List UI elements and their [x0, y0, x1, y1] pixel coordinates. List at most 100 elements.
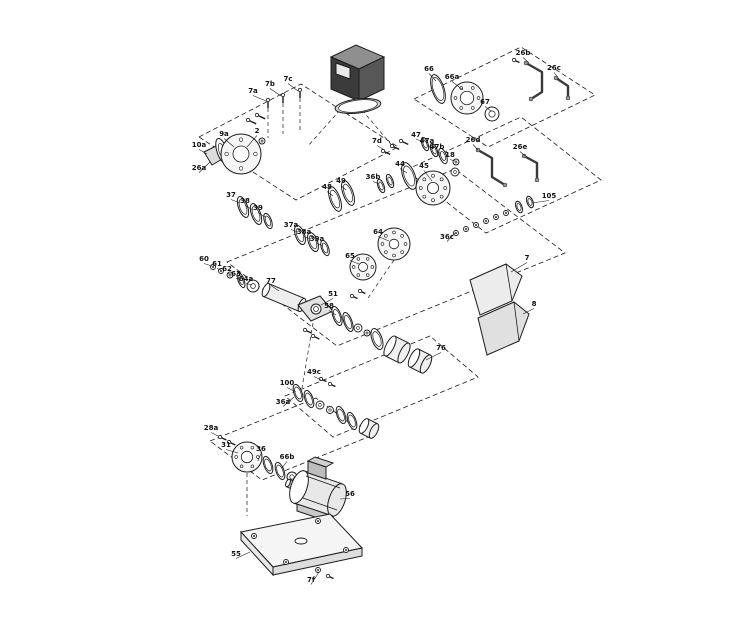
callout-leader [451, 81, 464, 91]
screw [327, 381, 336, 388]
part-callout-66a: 66a [445, 73, 460, 81]
seal-ring [342, 312, 354, 332]
vent-pipe [523, 60, 544, 102]
o-ring [320, 239, 330, 257]
part-callout-26b: 26b [516, 49, 531, 57]
part-callout-37a: 37a [284, 221, 299, 229]
sensor-pipe [521, 153, 540, 183]
o-ring [420, 136, 430, 152]
part-callout-36b: 36b [366, 173, 381, 181]
assembly-plane [209, 397, 369, 481]
coupling-flange [415, 170, 451, 206]
screw [310, 333, 320, 340]
control-box-side [358, 56, 385, 102]
part-callout-62: 62 [222, 265, 232, 273]
callout-leader [287, 83, 299, 92]
callout-leader [246, 135, 258, 148]
screw [265, 97, 271, 108]
washer [258, 137, 266, 145]
part-callout-61: 61 [212, 260, 222, 268]
part-callout-47a: 47a [420, 137, 435, 145]
screw [380, 148, 391, 156]
callout-leader [426, 145, 433, 149]
washer [450, 167, 460, 177]
part-callout-49: 49 [336, 177, 346, 185]
callout-leader [484, 106, 492, 112]
callout-leader [415, 139, 424, 142]
pump-head-flange [220, 133, 262, 175]
o-ring [236, 271, 246, 289]
washer [453, 230, 459, 236]
base-hole [315, 518, 321, 524]
callout-leader [257, 453, 262, 462]
guide-line [361, 109, 395, 149]
o-ring [346, 411, 358, 431]
bearing-bore [310, 303, 322, 315]
part-callout-7: 7 [525, 254, 530, 262]
coupling-half [377, 227, 411, 261]
washer [463, 226, 469, 232]
base-hole [283, 559, 289, 565]
callout-leader [519, 151, 526, 157]
part-callout-36: 36 [256, 445, 266, 453]
screw [349, 293, 358, 300]
part-callout-38: 38 [240, 197, 250, 205]
part-callout-60: 60 [199, 255, 209, 263]
o-ring [274, 461, 286, 481]
o-ring [429, 142, 439, 158]
part-callout-26e: 26e [513, 143, 528, 151]
assembly-plane [284, 335, 479, 438]
callout-leader [316, 243, 324, 247]
callout-leader [257, 212, 266, 218]
callout-leader [223, 138, 235, 148]
part-callout-63: 63 [231, 270, 241, 278]
part-callout-67: 67 [480, 98, 490, 106]
part-callout-9a: 9a [219, 130, 229, 138]
part-callout-47: 47 [411, 131, 421, 139]
part-callout-28a: 28a [204, 424, 219, 432]
motor-flange [231, 441, 263, 473]
base-hole [251, 533, 257, 539]
seal-cartridge [407, 348, 433, 374]
guide-line [307, 109, 341, 147]
base-slot [294, 537, 308, 545]
part-callout-66: 66 [424, 65, 434, 73]
callout-leader [510, 262, 528, 273]
seal-ring [370, 328, 384, 350]
callout-leader [522, 57, 530, 64]
callout-leader [281, 461, 288, 469]
part-callout-39a: 39a [310, 235, 325, 243]
base-plate-edge [240, 530, 274, 577]
callout-leader [313, 376, 322, 381]
callout-leader [349, 260, 360, 265]
part-callout-58: 58 [324, 302, 334, 310]
o-ring [303, 389, 315, 409]
disc [246, 279, 260, 293]
callout-leader [303, 236, 312, 240]
bearing-sleeve [358, 418, 380, 439]
guide-line [301, 322, 314, 389]
callout-leader [269, 88, 282, 97]
coupling-half [349, 253, 377, 281]
callout-leader [328, 310, 337, 316]
assembly-plane [413, 46, 596, 148]
part-callout-7f: 7f [307, 576, 316, 584]
washer [503, 210, 509, 216]
callout-leader [320, 298, 334, 306]
seal-flange [450, 81, 484, 115]
washer [326, 406, 334, 414]
guide-line [367, 259, 395, 299]
screw [297, 87, 303, 98]
part-callout-47b: 47b [430, 143, 445, 151]
callout-leader [372, 181, 380, 185]
part-callout-66b: 66b [280, 453, 295, 461]
part-callout-37: 37 [226, 191, 236, 199]
callout-leader [252, 95, 267, 102]
callout-leader [216, 268, 222, 271]
screw [226, 439, 236, 446]
gasket [328, 186, 342, 212]
part-callout-76: 76 [436, 344, 446, 352]
seal-ring [331, 306, 343, 326]
callout-leader [423, 170, 433, 182]
washer [315, 567, 321, 573]
